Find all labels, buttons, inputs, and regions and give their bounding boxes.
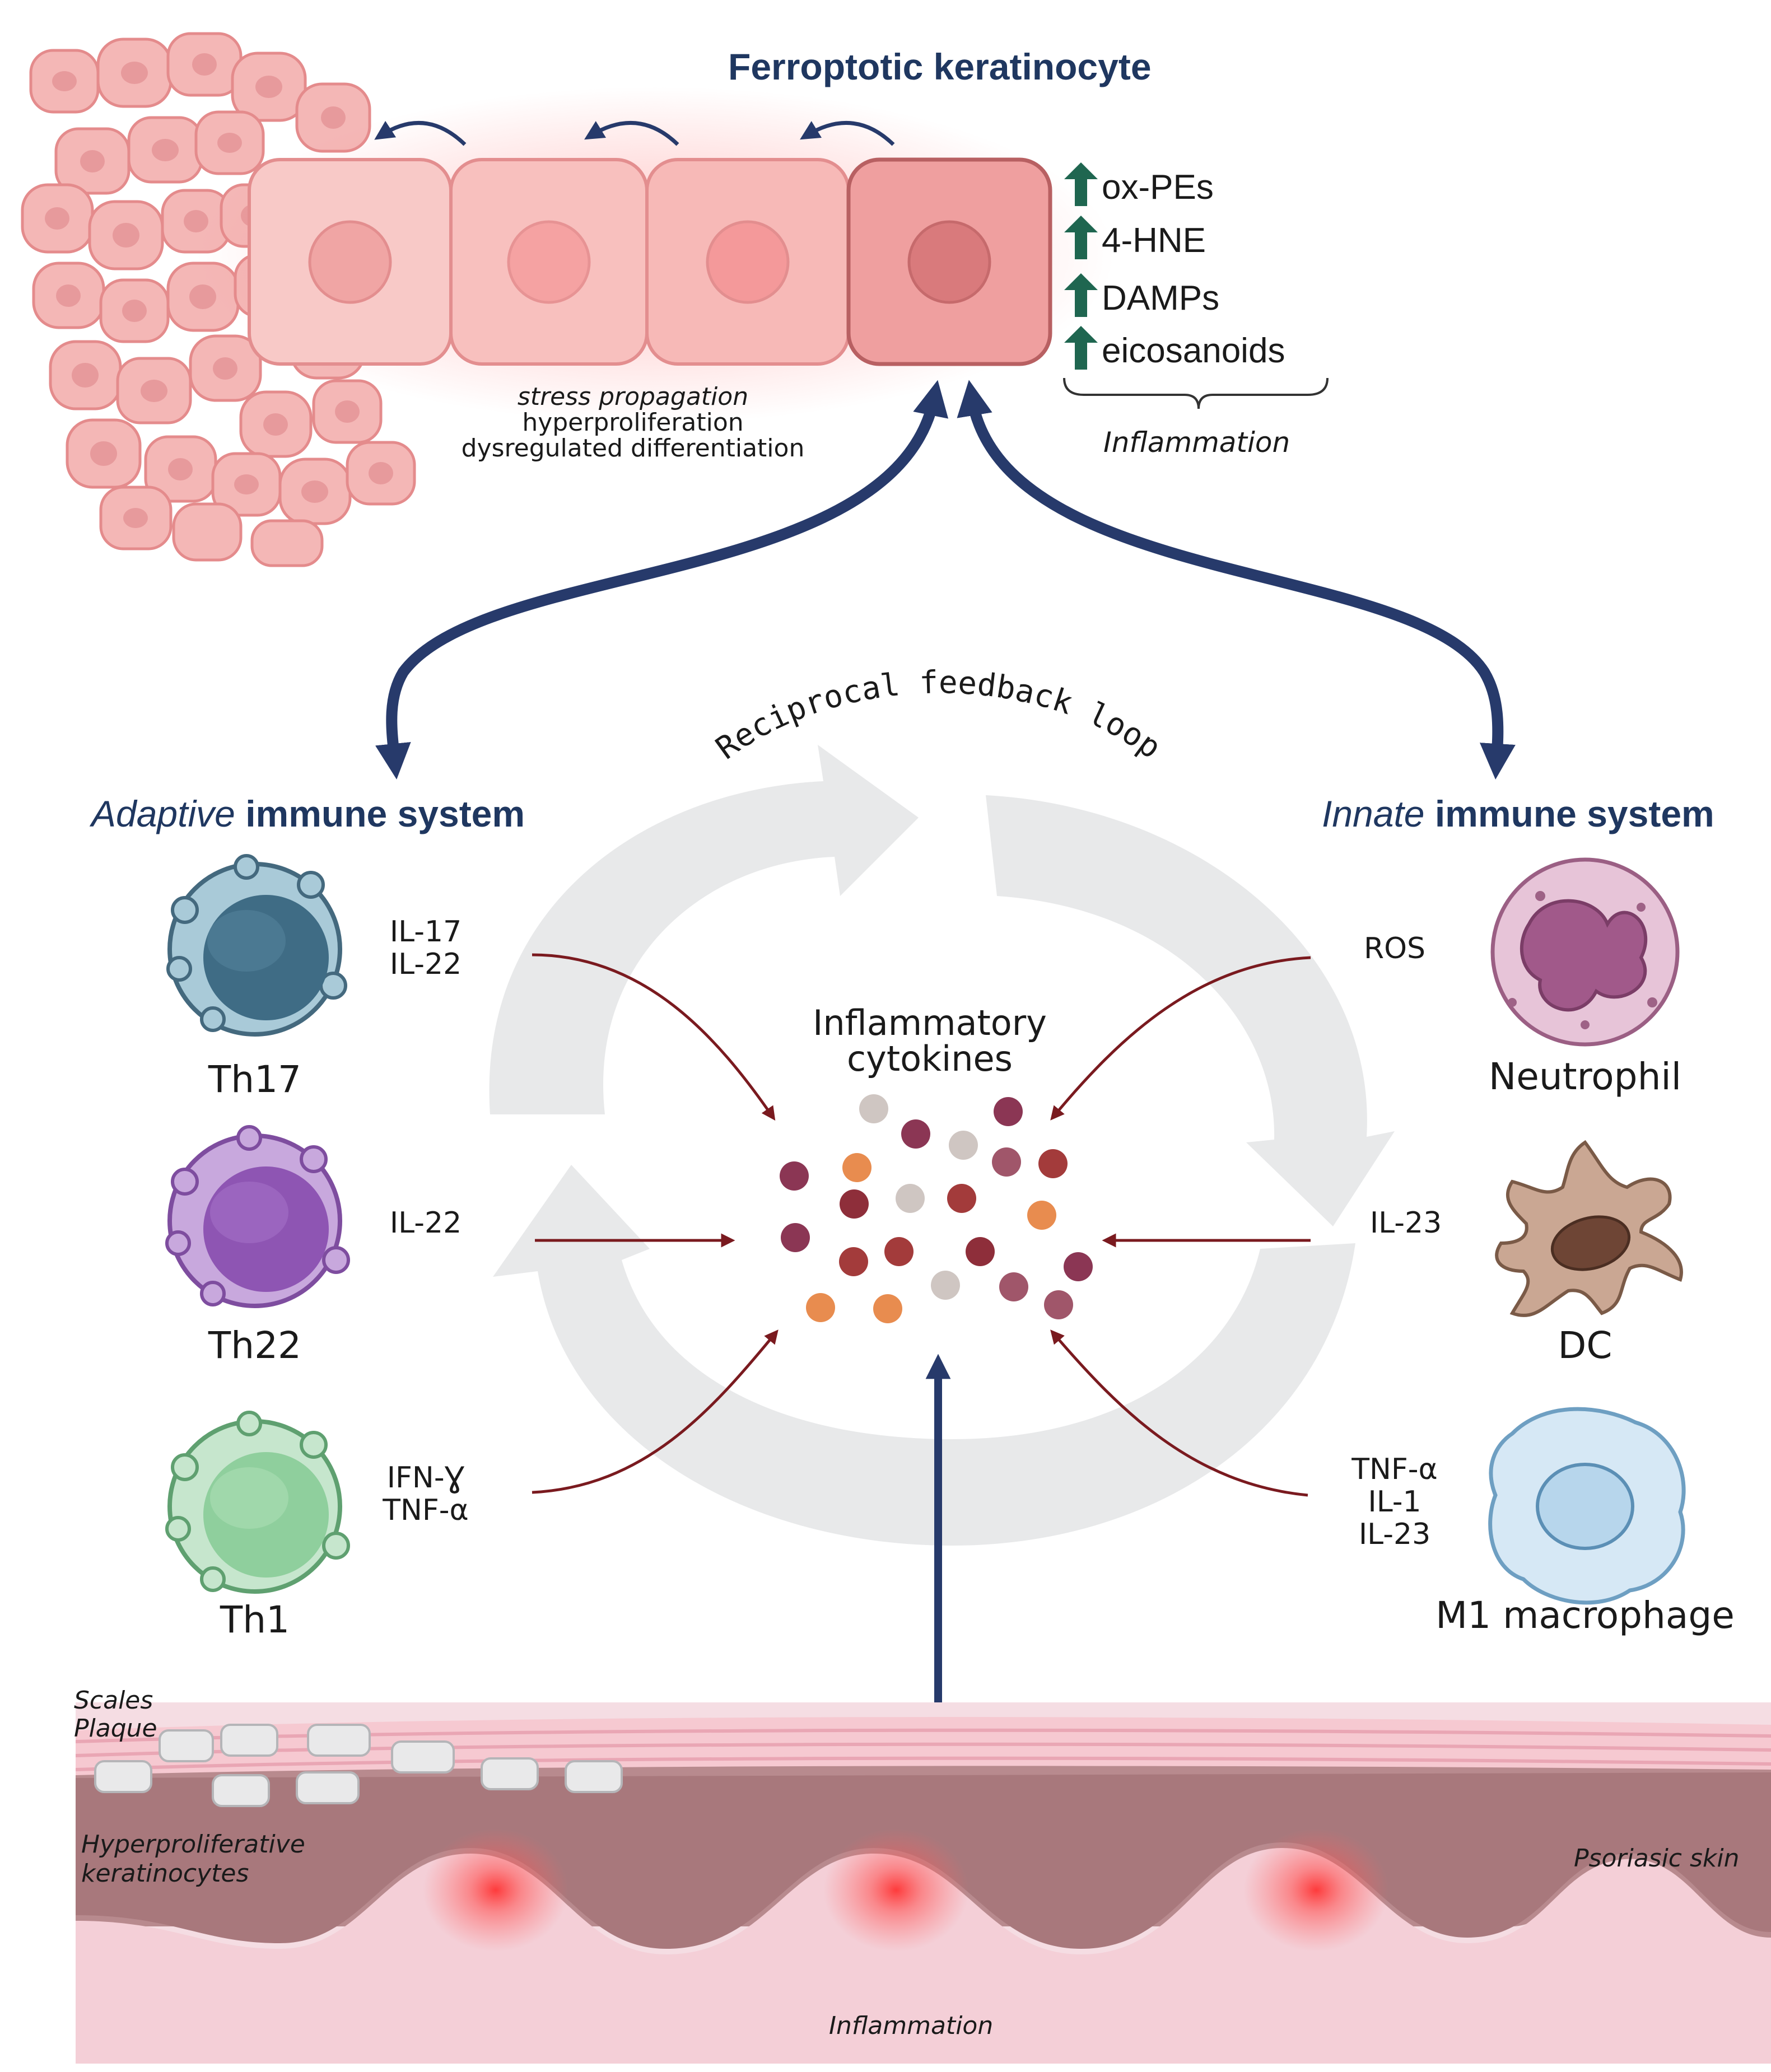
- cytokine-label: IL-1: [1368, 1485, 1422, 1519]
- dc-cell-icon: [1495, 1140, 1683, 1317]
- up-arrow-icons: [1064, 162, 1098, 370]
- up-arrow-icon: [1064, 216, 1098, 259]
- marker-label: DAMPs: [1102, 279, 1220, 318]
- cell-name-th1: Th1: [220, 1598, 290, 1641]
- marker-4-hne: 4-HNE: [1067, 218, 1347, 263]
- cell-name-neutrophil: Neutrophil: [1488, 1055, 1682, 1098]
- center-label-line1: Inflammatory: [813, 1002, 1047, 1043]
- skin-scales-label: Scales: [74, 1686, 153, 1715]
- reciprocal-loop: [489, 745, 1395, 1546]
- neutrophil-cell-icon: [1490, 857, 1680, 1047]
- skin-section: [76, 1702, 1771, 2064]
- cytokine-label: IL-17: [389, 915, 462, 949]
- svg-text:Reciprocal feedback loop: Reciprocal feedback loop: [710, 664, 1168, 767]
- th1-cytokines: IFN-Ɣ TNF-α: [370, 1462, 482, 1527]
- cytokine-label: IL-22: [389, 948, 462, 981]
- innate-title-rest: immune system: [1434, 793, 1714, 834]
- adaptive-title: Adaptive immune system: [91, 795, 525, 832]
- skin-psoriasic-label: Psoriasic skin: [1574, 1844, 1740, 1873]
- skin-plaque-label: Plaque: [74, 1714, 157, 1743]
- th17-cytokines: IL-17 IL-22: [370, 916, 482, 981]
- page-title: Ferroptotic keratinocyte: [728, 46, 1152, 87]
- th22-cytokines: IL-22: [370, 1207, 482, 1239]
- cytokine-label: TNF-α: [1351, 1453, 1438, 1486]
- note-hyperproliferation: hyperproliferation: [522, 408, 744, 437]
- center-label: Inflammatory cytokines: [784, 1005, 1075, 1077]
- cell-name-dc: DC: [1558, 1324, 1612, 1367]
- markers-result-label: Inflammation: [1103, 426, 1290, 459]
- cytokine-particles: [780, 1094, 1093, 1323]
- innate-title-italic: Innate: [1322, 793, 1425, 834]
- cell-name-m1-macrophage: M1 macrophage: [1436, 1594, 1735, 1637]
- adaptive-title-italic: Adaptive: [91, 793, 235, 834]
- cell-name-th17: Th17: [208, 1058, 302, 1101]
- marker-damps: DAMPs: [1067, 276, 1347, 321]
- th17-cell-icon: [166, 854, 347, 1037]
- up-arrow-icon: [1064, 326, 1098, 370]
- marker-label: ox-PEs: [1102, 168, 1214, 207]
- cytokine-label: ROS: [1363, 932, 1426, 965]
- note-dysregulated-differentiation: dysregulated differentiation: [461, 434, 805, 463]
- th22-cell-icon: [165, 1125, 350, 1308]
- cytokine-arrows: [532, 953, 1311, 1497]
- cytokine-label: IFN-Ɣ: [386, 1461, 465, 1495]
- dc-cytokines: IL-23: [1344, 1207, 1467, 1239]
- cell-name-th22: Th22: [208, 1324, 302, 1367]
- up-arrow-icon: [1064, 162, 1098, 206]
- m1-macrophage-cell-icon: [1488, 1407, 1686, 1605]
- th1-cell-icon: [165, 1411, 350, 1594]
- adaptive-title-rest: immune system: [245, 793, 525, 834]
- skin-inflammation-label: Inflammation: [829, 2012, 994, 2040]
- cytokine-label: IL-22: [389, 1206, 462, 1240]
- skin-hyper-label: Hyperproliferative keratinocytes: [81, 1830, 305, 1888]
- inflammation-brace: [1063, 377, 1329, 409]
- note-stress-propagation: stress propagation: [517, 382, 749, 411]
- loop-label: Reciprocal feedback loop: [710, 664, 1168, 767]
- keratinocyte-chain: [196, 87, 1115, 423]
- skin-hyper-line2: keratinocytes: [81, 1859, 249, 1888]
- marker-eicosanoids: eicosanoids: [1067, 329, 1347, 374]
- marker-label: eicosanoids: [1102, 332, 1285, 370]
- center-label-line2: cytokines: [847, 1038, 1013, 1079]
- cytokine-label: IL-23: [1369, 1206, 1442, 1240]
- feedback-arrows: [375, 380, 1516, 780]
- neutrophil-cytokines: ROS: [1344, 932, 1445, 965]
- marker-ox-pes: ox-PEs: [1067, 165, 1347, 210]
- marker-label: 4-HNE: [1102, 221, 1206, 260]
- loop-label-arc: Reciprocal feedback loop: [710, 664, 1168, 767]
- up-arrow-icon: [1064, 273, 1098, 317]
- innate-title: Innate immune system: [1322, 795, 1714, 832]
- cytokine-label: IL-23: [1358, 1518, 1431, 1551]
- m1-macrophage-cytokines: TNF-α IL-1 IL-23: [1333, 1453, 1456, 1551]
- cytokine-label: TNF-α: [383, 1494, 469, 1527]
- skin-hyper-line1: Hyperproliferative: [81, 1830, 305, 1859]
